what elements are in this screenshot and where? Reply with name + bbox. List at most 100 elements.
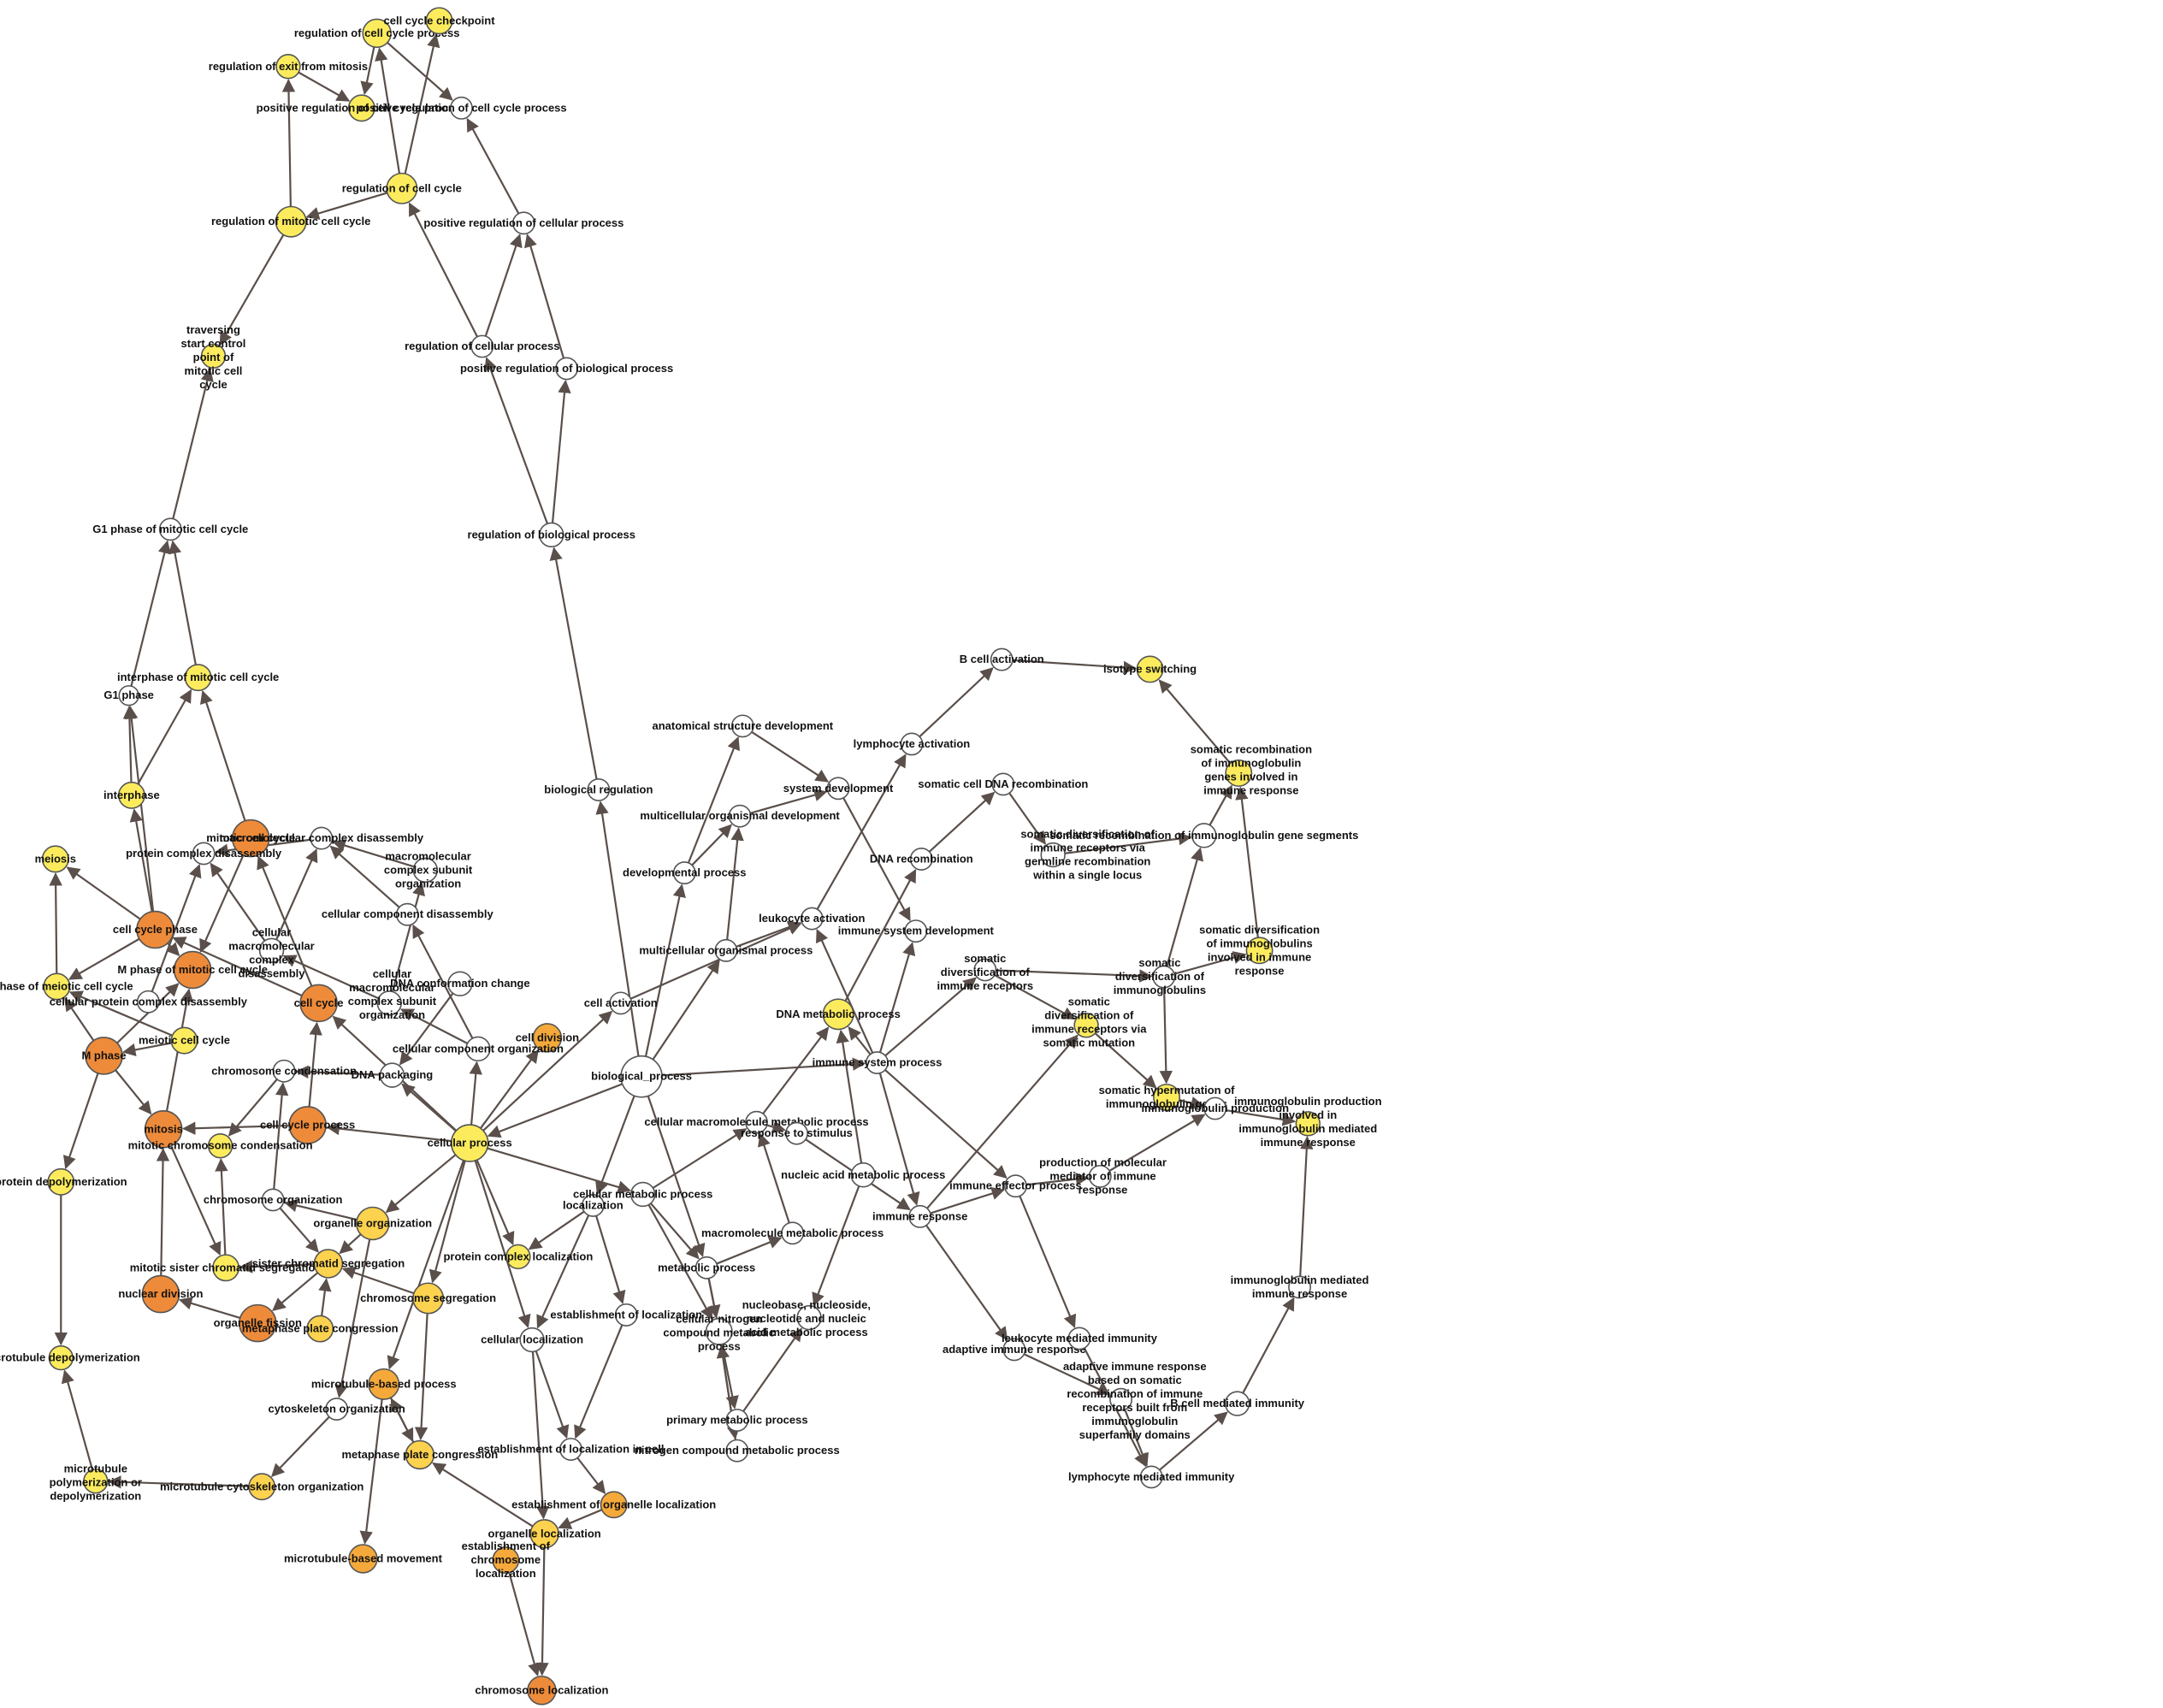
node-pcd[interactable]: protein complex disassembly [126,842,282,866]
node-circle[interactable] [705,1317,733,1345]
node-chrseg[interactable]: chromosome segregation [360,1282,496,1315]
node-circle[interactable] [200,343,227,369]
node-circle[interactable] [1288,1275,1311,1299]
node-circle[interactable] [826,777,850,801]
node-circle[interactable] [1295,1111,1321,1137]
node-celldiv[interactable]: cell division [516,1023,579,1053]
node-leumed[interactable]: leukocyte mediated immunity [1002,1327,1158,1350]
node-ncmp[interactable]: nitrogen compound metabolic process [635,1439,840,1463]
node-nucdiv[interactable]: nuclear division [118,1274,203,1314]
node-sysdev[interactable]: system development [783,777,894,801]
node-circle[interactable] [1225,759,1253,787]
node-mpc1[interactable]: metaphase plate congression [242,1315,399,1343]
node-circle[interactable] [1088,1164,1112,1188]
node-circle[interactable] [450,96,473,120]
node-imsysproc[interactable]: immune system process [813,1051,943,1074]
node-circle[interactable] [730,714,754,738]
node-circle[interactable] [239,1303,277,1343]
node-ccd[interactable]: cellular component disassembly [322,902,494,926]
node-scrigs[interactable]: somatic recombination of immunoglobulin … [1049,823,1358,848]
node-mop[interactable]: multicellular organismal process [639,938,813,962]
node-imeff[interactable]: immune effector process [949,1174,1082,1198]
node-circle[interactable] [470,334,494,358]
node-circle[interactable] [991,772,1015,796]
node-circle[interactable] [158,517,182,541]
node-circle[interactable] [1245,937,1274,965]
node-circle[interactable] [1152,965,1176,989]
node-circle[interactable] [900,732,924,756]
node-bcellmed[interactable]: B cell mediated immunity [1170,1391,1305,1416]
node-g1m[interactable]: G1 phase of mitotic cell cycle [92,517,248,541]
node-ccp[interactable]: cell cycle phase [113,910,198,949]
node-mscs[interactable]: mitotic sister chromatid segregation [130,1254,322,1282]
node-bioproc[interactable]: biological_process [591,1055,692,1098]
node-circle[interactable] [629,1181,656,1208]
node-circle[interactable] [1040,842,1066,868]
node-circle[interactable] [527,1675,557,1705]
node-circle[interactable] [450,1124,489,1162]
node-circle[interactable] [1067,1327,1091,1350]
node-circle[interactable] [1191,823,1217,848]
node-circle[interactable] [725,1409,749,1432]
node-circle[interactable] [822,998,854,1031]
node-circle[interactable] [258,937,285,964]
node-metproc[interactable]: metabolic process [658,1256,755,1280]
node-mchrcond[interactable]: mitotic chromosome condensation [128,1133,313,1159]
node-circle[interactable] [412,1282,445,1315]
node-dnarec[interactable]: DNA recombination [870,847,973,871]
node-circle[interactable] [368,1368,400,1400]
node-circle[interactable] [248,1473,276,1501]
node-circle[interactable] [325,1398,349,1421]
node-circle[interactable] [609,991,633,1015]
node-mtcyt[interactable]: microtubule cytoskeleton organization [160,1473,363,1501]
node-bcellact[interactable]: B cell activation [960,647,1044,671]
node-cellproc[interactable]: cellular process [428,1124,512,1162]
node-circle[interactable] [519,1327,545,1353]
node-circle[interactable] [850,1162,876,1188]
node-estloccell[interactable]: establishment of localization in cell [477,1438,665,1461]
node-ccproc[interactable]: cell cycle process [260,1106,355,1144]
node-circle[interactable] [785,1121,808,1145]
node-cellact[interactable]: cell activation [584,991,658,1015]
node-circle[interactable] [973,958,997,982]
node-igprod[interactable]: immunoglobulin production [1141,1096,1289,1120]
node-cmmp[interactable]: cellular macromolecule metabolic process [644,1110,869,1134]
node-mcd[interactable]: macromolecular complex disassembly [220,826,424,850]
node-adimresp[interactable]: adaptive immune response [943,1338,1086,1362]
node-cellcycle[interactable]: cell cycle [294,984,344,1023]
node-respstim[interactable]: response to stimulus [741,1121,853,1145]
node-circle[interactable] [559,1438,582,1461]
node-circle[interactable] [1203,1096,1227,1120]
node-circle[interactable] [1109,1387,1133,1411]
node-circle[interactable] [1136,655,1164,683]
node-circle[interactable] [348,1544,378,1574]
node-pcl[interactable]: protein complex localization [443,1244,593,1270]
node-estloc[interactable]: establishment of localization [550,1303,702,1327]
node-circle[interactable] [904,919,928,943]
node-ip[interactable]: interphase [103,781,160,809]
node-circle[interactable] [1224,1391,1250,1416]
node-mtbp[interactable]: microtubule-based process [311,1368,457,1400]
node-mtbm[interactable]: microtubule-based movement [284,1544,443,1574]
node-circle[interactable] [620,1055,663,1098]
node-local[interactable]: localization [563,1193,623,1217]
node-circle[interactable] [412,857,439,884]
node-circle[interactable] [313,1249,344,1279]
node-circle[interactable] [310,826,334,850]
node-circle[interactable] [356,1206,390,1241]
node-circle[interactable] [170,1026,198,1055]
node-circle[interactable] [587,777,611,801]
node-circle[interactable] [299,984,338,1023]
node-circle[interactable] [539,522,564,548]
node-circle[interactable] [909,847,933,871]
